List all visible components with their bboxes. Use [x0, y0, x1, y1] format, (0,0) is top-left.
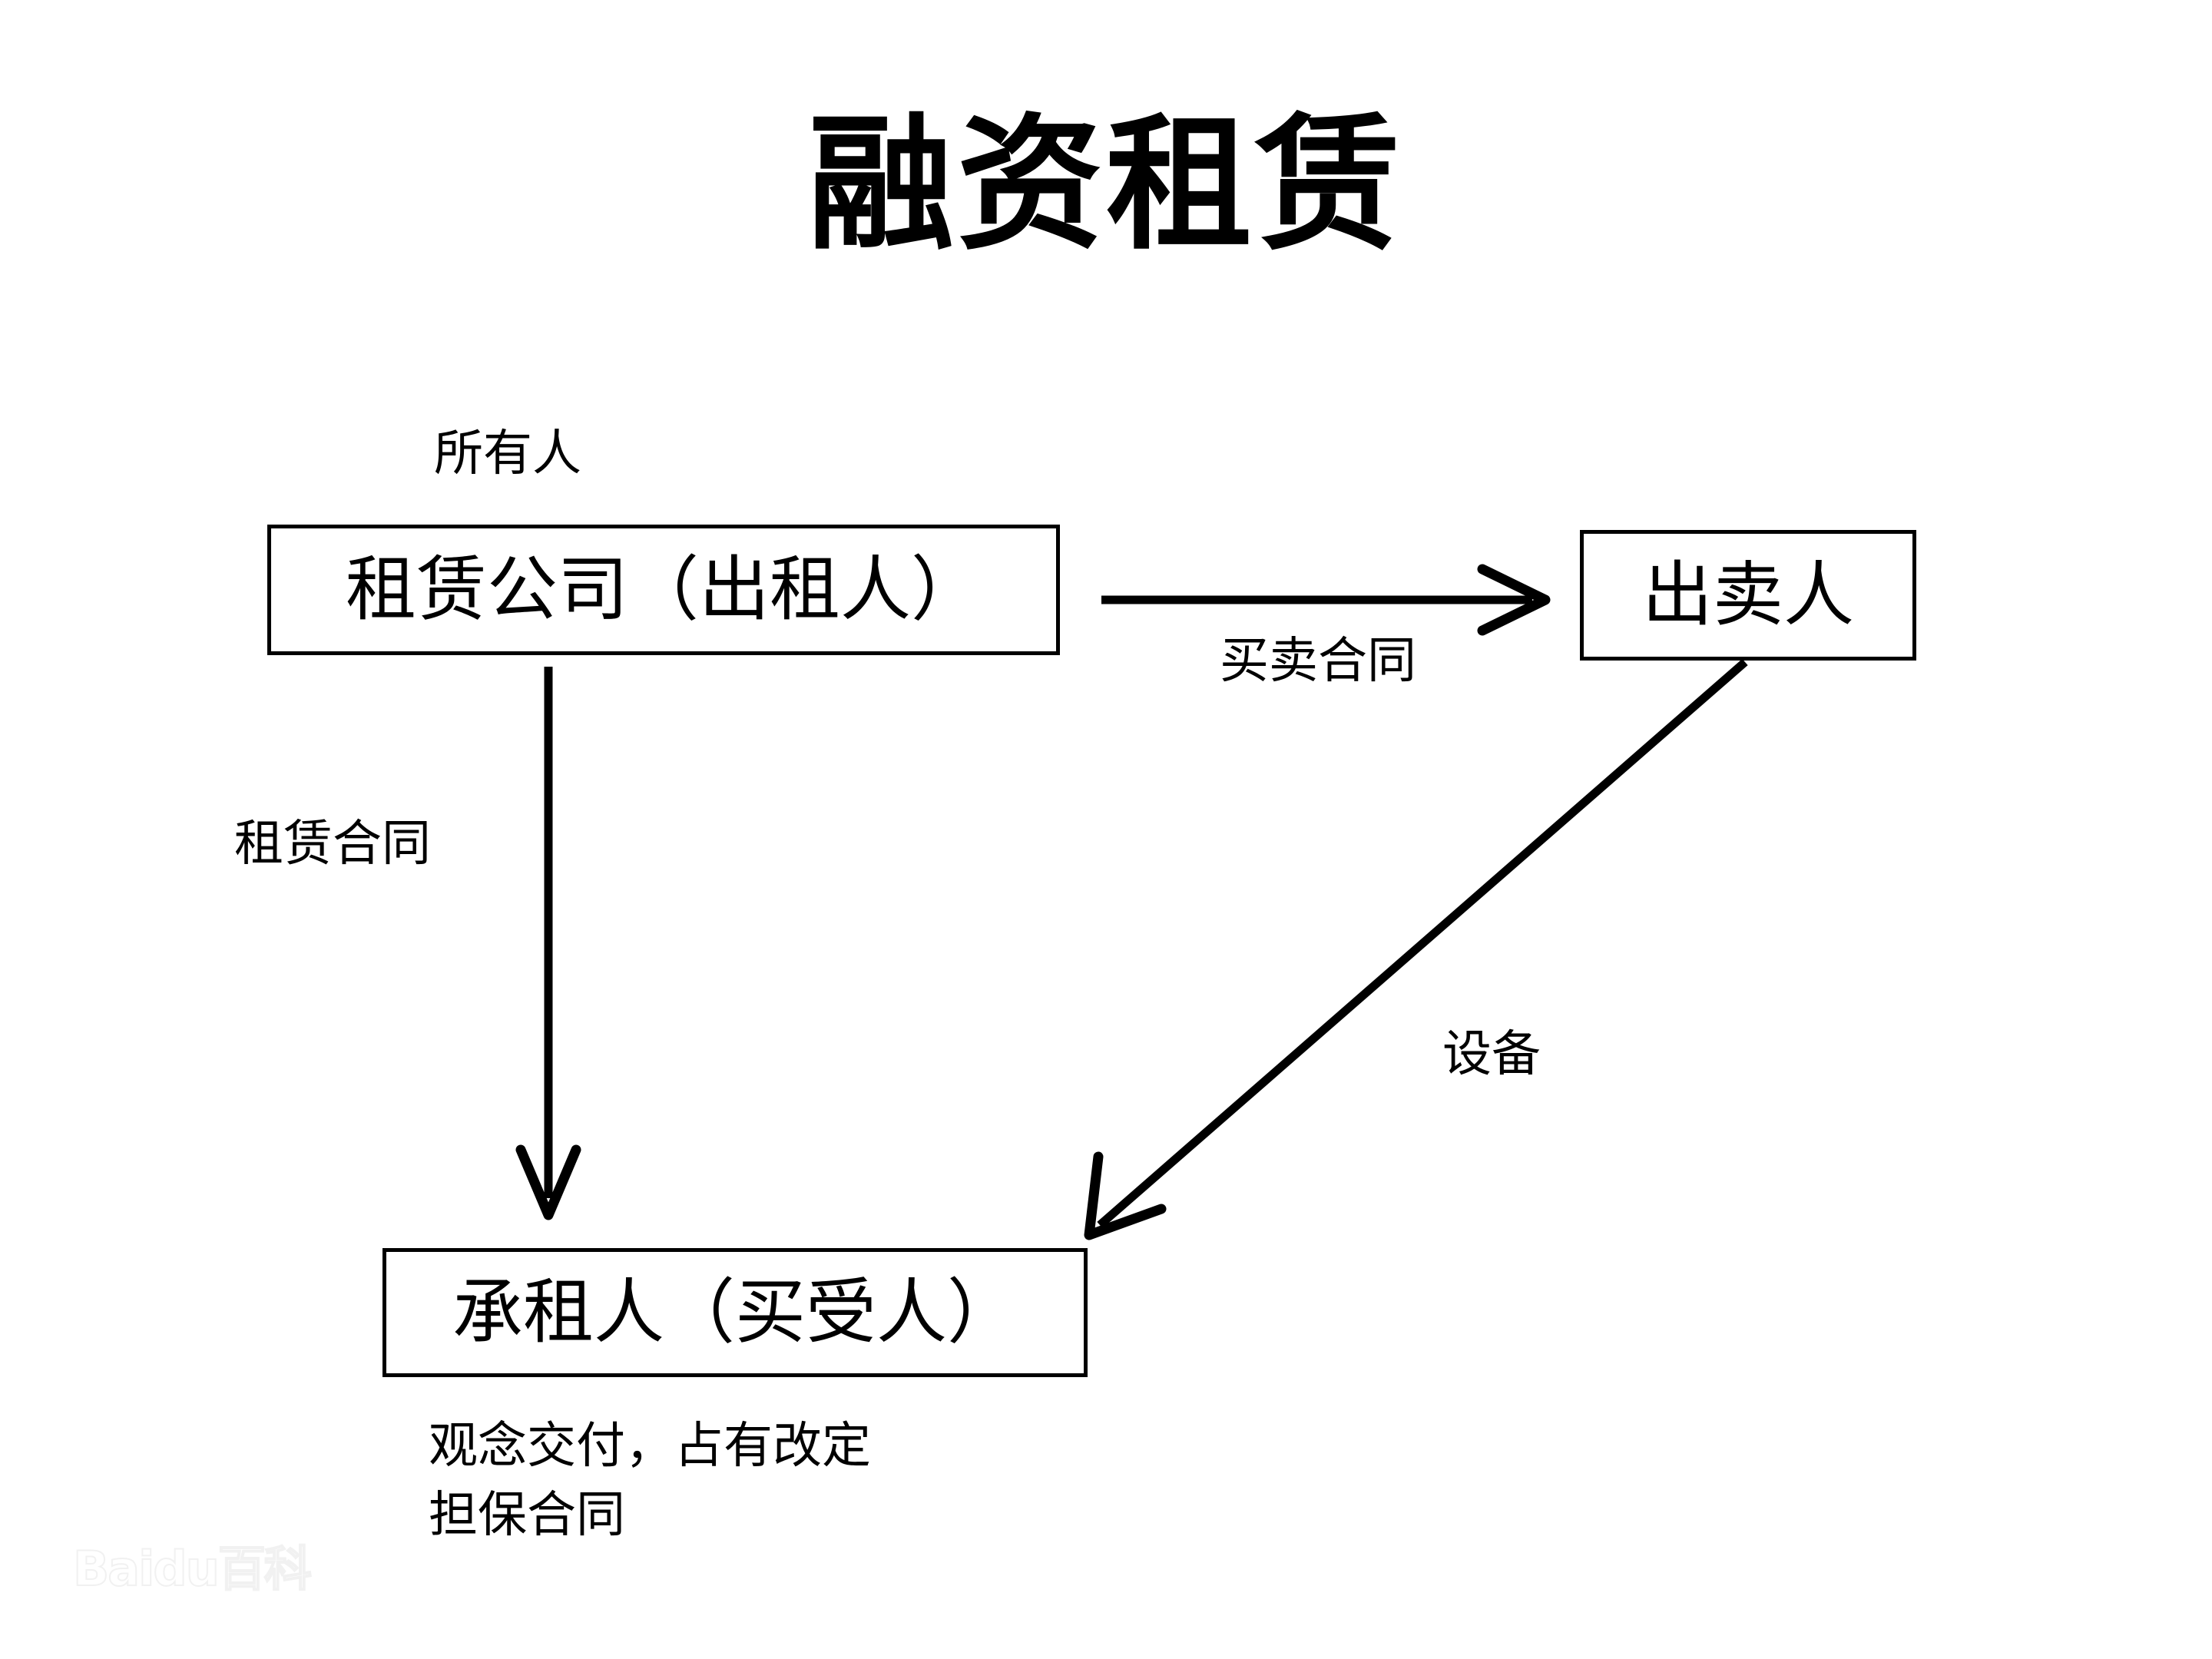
- node-lessee[interactable]: 承租人（买受人）: [382, 1248, 1088, 1377]
- watermark-text: Baidu百科: [72, 1541, 313, 1597]
- edge-label-lease-contract: 租赁合同: [234, 816, 431, 873]
- edge-lessor-to-lessee: [515, 667, 581, 1220]
- owner-label: 所有人: [434, 426, 581, 482]
- edge-label-sale-contract: 买卖合同: [1220, 633, 1416, 690]
- page-title: 融资租赁: [807, 98, 1404, 270]
- baidu-baike-watermark: Baidu百科: [72, 1541, 313, 1597]
- lessee-note-line-1: 观念交付，占有改定: [429, 1418, 871, 1475]
- edge-lessor-to-seller: [1101, 564, 1551, 636]
- lessee-notes: 观念交付，占有改定 担保合同: [429, 1412, 871, 1550]
- node-lessor[interactable]: 租赁公司（出租人）: [267, 525, 1060, 655]
- edge-label-equipment: 设备: [1442, 1026, 1541, 1083]
- node-seller[interactable]: 出卖人: [1580, 530, 1916, 661]
- edge-seller-to-lessee: [1084, 658, 1748, 1240]
- lessee-note-line-2: 担保合同: [429, 1487, 625, 1544]
